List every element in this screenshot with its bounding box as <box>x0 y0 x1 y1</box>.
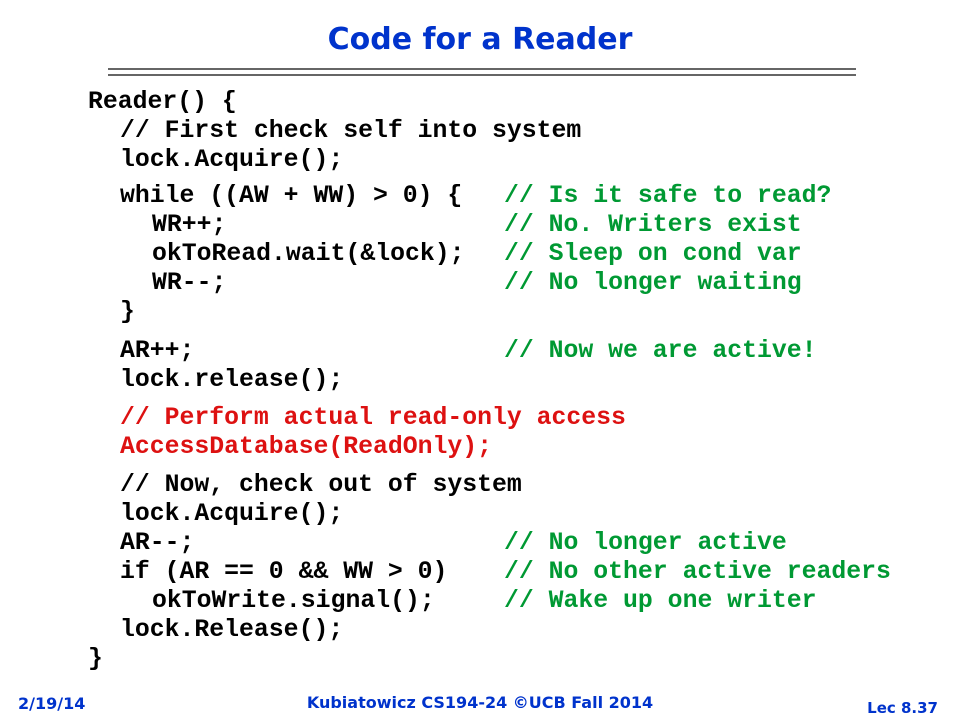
code-line-check-in-comment: // First check self into system <box>120 117 582 145</box>
code-line-while-close: } <box>120 298 135 326</box>
code-comment-no-longer-waiting: // No longer waiting <box>504 269 802 297</box>
code-line-access-database: AccessDatabase(ReadOnly); <box>120 433 493 461</box>
footer-date: 2/19/14 <box>18 694 86 713</box>
footer-course: Kubiatowicz CS194-24 ©UCB Fall 2014 <box>306 693 654 712</box>
code-line-reader-close: } <box>88 645 103 673</box>
code-line-lock-release-2: lock.Release(); <box>120 616 344 644</box>
code-comment-sleep: // Sleep on cond var <box>504 240 802 268</box>
code-line-lock-acquire: lock.Acquire(); <box>120 146 344 174</box>
code-line-wr-decrement: WR--; <box>152 269 227 297</box>
code-line-lock-release: lock.release(); <box>120 366 344 394</box>
code-line-while: while ((AW + WW) > 0) { <box>120 182 463 210</box>
code-line-check-out-comment: // Now, check out of system <box>120 471 522 499</box>
footer-lecture-number: Lec 8.37 <box>867 699 938 717</box>
code-line-if-condition: if (AR == 0 && WW > 0) <box>120 558 448 586</box>
code-line-perform-access-comment: // Perform actual read-only access <box>120 404 626 432</box>
code-comment-writers-exist: // No. Writers exist <box>504 211 802 239</box>
code-comment-now-active: // Now we are active! <box>504 337 817 365</box>
code-line-oktoread-wait: okToRead.wait(&lock); <box>152 240 465 268</box>
code-line-wr-increment: WR++; <box>152 211 227 239</box>
code-comment-no-other-readers: // No other active readers <box>504 558 891 586</box>
code-line-ar-increment: AR++; <box>120 337 195 365</box>
title-rule-bottom <box>108 74 856 76</box>
code-comment-safe-to-read: // Is it safe to read? <box>504 182 832 210</box>
code-comment-wake-writer: // Wake up one writer <box>504 587 817 615</box>
title-rule-top <box>108 68 856 70</box>
code-line-lock-acquire-2: lock.Acquire(); <box>120 500 344 528</box>
code-line-oktowrite-signal: okToWrite.signal(); <box>152 587 435 615</box>
code-line-ar-decrement: AR--; <box>120 529 195 557</box>
code-line-reader-decl: Reader() { <box>88 88 237 116</box>
code-comment-no-longer-active: // No longer active <box>504 529 787 557</box>
slide-title: Code for a Reader <box>327 22 633 57</box>
